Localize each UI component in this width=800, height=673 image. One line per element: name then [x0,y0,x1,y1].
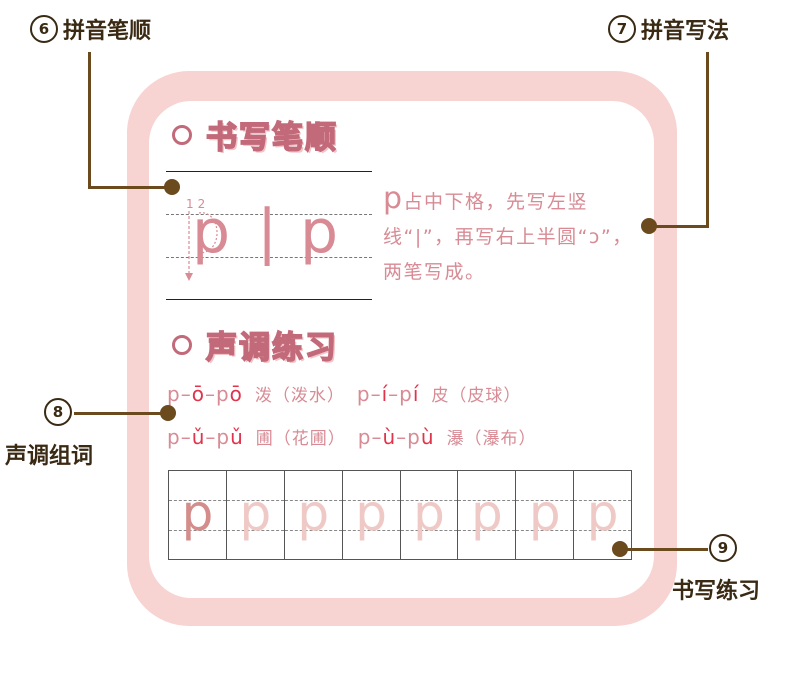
letter-p-sample: p [192,197,231,267]
circle-bullet-icon [172,124,192,145]
tone-vowel: ō [191,382,205,406]
tone-vowel: ō [229,382,243,406]
leader-dot-6 [164,179,180,195]
stroke-numbers: 12 [186,197,210,211]
practice-letter: p [355,484,387,542]
callout-number: 6 [30,15,58,43]
callout-number: 9 [709,534,737,562]
stroke-guide-arrows [185,211,218,281]
leader-line-8 [74,412,168,415]
practice-letter: p [181,484,214,542]
card-body [149,101,654,598]
section-stroke-order: 书写笔顺 [172,112,338,157]
circle-bullet-icon [172,334,192,355]
tone-word: 皮（皮球） [431,386,522,406]
tone-syllable: –p [396,425,421,449]
practice-cell: p [342,471,401,559]
practice-cell: p [284,471,343,559]
callout-label: 拼音笔顺 [63,19,152,44]
callout-label: 拼音写法 [641,19,730,44]
tone-vowel: í [412,382,420,406]
grid-line-bottom [166,299,372,300]
method-letter: p [383,181,404,216]
tone-syllable: –p [205,425,231,449]
callout-stroke-order: 6 拼音笔顺 [30,13,151,45]
tone-vowel: ǔ [230,425,244,449]
practice-cell: p [226,471,285,559]
tone-word: 圃（花圃） [255,429,346,449]
leader-line-6h [88,186,172,189]
tone-syllable: p– [356,382,382,406]
tone-syllable: –p [204,382,230,406]
practice-cell: p [400,471,459,559]
leader-line-7h [650,225,709,228]
callout-practice: 书写练习 [672,573,760,605]
leader-line-6 [88,52,91,188]
callout-tone-words: 声调组词 [5,438,93,470]
method-description: 占中下格，先写左竖线“|”，再写右上半圆“ɔ”，两笔写成。 [383,191,633,283]
leader-dot-7 [641,218,657,234]
practice-grid: p p p p p p p p [168,470,632,560]
tone-syllable: –p [388,382,413,406]
tone-vowel: ù [420,425,435,449]
leader-line-7 [706,52,709,228]
tone-vowel: ǔ [191,425,206,449]
tone-vowel: ù [382,425,397,449]
tone-word: 泼（泼水） [254,386,345,406]
tone-word: 瀑（瀑布） [446,429,537,449]
practice-cell: p [574,471,631,559]
tone-vowel: í [381,382,389,406]
practice-cell: p [169,471,227,559]
tone-syllable: p– [357,425,383,449]
practice-letter: p [528,484,561,542]
practice-letter: p [413,484,445,542]
leader-dot-9 [612,541,628,557]
section-title: 书写笔顺 [205,119,338,157]
callout-number: 8 [44,398,72,426]
callout-label: 书写练习 [672,579,761,604]
leader-line-9 [622,548,708,551]
callout-practice-number: 9 [709,534,742,562]
practice-letter: p [470,484,503,542]
tone-syllable: p– [167,382,192,406]
letter-p-complete: p [300,197,339,267]
writing-method-text: p占中下格，先写左竖线“|”，再写右上半圆“ɔ”，两笔写成。 [383,181,645,290]
callout-writing-method: 7 拼音写法 [608,13,729,45]
practice-letter: p [297,484,330,542]
tone-syllable: p– [167,425,192,449]
grid-line-mid1 [166,214,372,215]
callout-label: 声调组词 [5,444,94,469]
callout-number: 7 [608,15,636,43]
practice-cell: p [516,471,575,559]
practice-letter: p [239,484,272,542]
practice-cell: p [458,471,517,559]
leader-dot-8 [160,405,176,421]
section-title: 声调练习 [205,329,338,367]
practice-letter: p [586,484,619,542]
section-tone-practice: 声调练习 [172,322,338,367]
grid-line-mid2 [166,257,372,258]
letter-stroke-1: | [257,197,278,267]
callout-tone-number: 8 [44,398,77,426]
grid-line-top [166,171,372,172]
